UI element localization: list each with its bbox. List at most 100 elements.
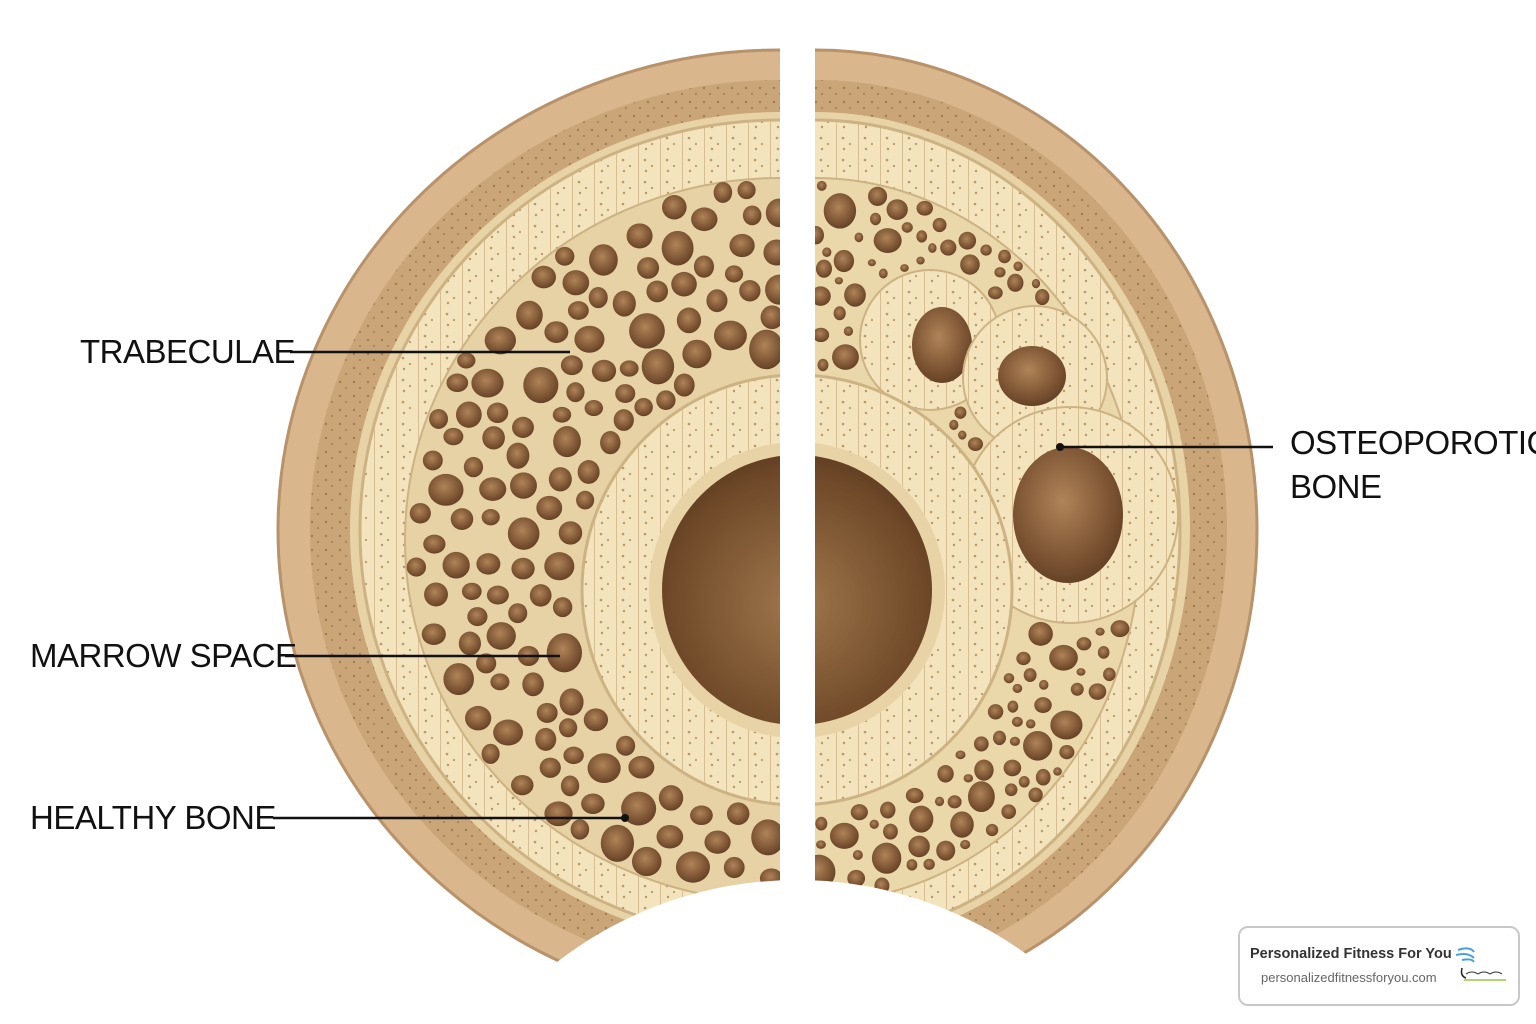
pore (1012, 683, 1023, 693)
pore (1053, 767, 1062, 776)
pore (1001, 804, 1017, 819)
pore (1039, 679, 1049, 690)
pore (949, 419, 959, 430)
pore (1088, 683, 1107, 700)
pore (868, 186, 888, 206)
pore (1035, 288, 1050, 306)
pore (998, 249, 1011, 264)
pore (1110, 620, 1130, 638)
pore (844, 283, 866, 307)
pore (886, 199, 908, 220)
pore (916, 230, 928, 243)
pore (923, 858, 935, 870)
pore (815, 840, 826, 849)
pore (834, 277, 843, 285)
pore (963, 774, 974, 783)
osteoporotic-bone-label: OSTEOPOROTIC BONE (1290, 421, 1536, 509)
pore (988, 286, 1003, 300)
pore (1076, 637, 1092, 651)
pore (1034, 697, 1052, 714)
pore (850, 804, 868, 821)
osteoporotic-bone-half (371, 48, 1259, 1012)
pore (955, 750, 966, 760)
pore (815, 816, 828, 831)
pore (908, 835, 930, 858)
healthy-bone-label: HEALTHY BONE (30, 799, 276, 836)
pore (822, 247, 832, 257)
pore (916, 256, 925, 265)
leader-lines (273, 350, 1273, 820)
pore (816, 180, 827, 191)
watermark-url: personalizedfitnessforyou.com (1261, 970, 1437, 985)
pore (937, 765, 954, 783)
pore (1025, 719, 1036, 729)
pore (1059, 745, 1075, 760)
pore (812, 327, 830, 343)
pore (960, 839, 971, 850)
pore (1103, 667, 1116, 682)
pore (852, 849, 863, 861)
pore (936, 840, 956, 861)
pore (928, 243, 937, 253)
pore (985, 823, 999, 837)
pore (867, 259, 876, 267)
pore (873, 228, 902, 253)
pore (1018, 775, 1030, 788)
pore (880, 801, 896, 819)
pore (940, 239, 957, 256)
pore (900, 264, 909, 272)
pore (954, 406, 967, 419)
osteoporotic-label-line1: OSTEOPOROTIC (1290, 424, 1536, 461)
pore (1097, 645, 1110, 659)
pore (871, 842, 902, 874)
healthy-bone-pointer-dot (621, 814, 629, 822)
pore (832, 344, 859, 370)
pore (906, 859, 918, 871)
watermark-title: Personalized Fitness For You (1250, 946, 1452, 962)
pore (1035, 768, 1051, 786)
pore (1013, 261, 1023, 272)
pore (1003, 673, 1015, 684)
pore (807, 225, 824, 245)
pore (958, 430, 967, 440)
pore (974, 759, 994, 781)
pore (869, 819, 879, 829)
pore (883, 823, 898, 840)
pore (987, 704, 1004, 720)
marrow-space-label: MARROW SPACE (30, 637, 297, 674)
pore (967, 437, 984, 451)
pore (1023, 668, 1037, 682)
pore (1076, 668, 1086, 676)
pore (1003, 759, 1022, 777)
pore (1031, 278, 1041, 289)
pore (854, 232, 864, 243)
pore (1011, 716, 1023, 727)
pore (992, 730, 1006, 746)
pore (1004, 783, 1018, 797)
osteoporotic-pointer-dot (1056, 443, 1064, 451)
pore (810, 286, 831, 306)
pore (817, 358, 829, 372)
pore (932, 217, 947, 233)
pore (901, 222, 913, 233)
trabeculae-label: TRABECULAE (80, 333, 296, 370)
pore (874, 877, 890, 894)
pore (802, 854, 836, 890)
pore (1023, 731, 1053, 761)
pore (1028, 787, 1043, 803)
pore (994, 267, 1006, 278)
pore (1016, 651, 1031, 666)
pore (843, 326, 854, 337)
watermark-badge: Personalized Fitness For You personalize… (1238, 926, 1520, 1006)
pore (1009, 736, 1021, 746)
pore (833, 249, 855, 273)
pore (823, 193, 857, 229)
pore (973, 736, 989, 752)
pore (833, 306, 846, 321)
pore (947, 795, 962, 809)
pore (1050, 710, 1083, 740)
pore (1028, 621, 1053, 646)
pore (878, 268, 888, 279)
pore (1007, 700, 1019, 713)
